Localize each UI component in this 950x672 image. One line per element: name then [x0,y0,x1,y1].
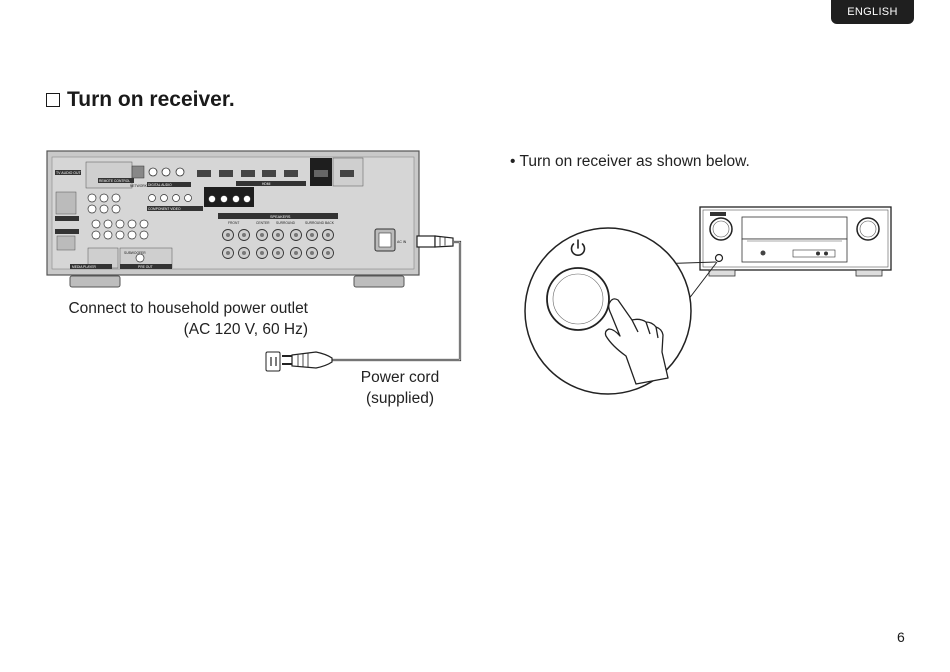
svg-text:SURROUND: SURROUND [276,221,296,225]
svg-text:FRONT: FRONT [228,221,239,225]
svg-text:NETWORK: NETWORK [130,184,148,188]
section-heading: Turn on receiver. [46,88,235,112]
instruction-text: • Turn on receiver as shown below. [510,153,750,170]
wall-outlet-icon [265,351,281,372]
section-title: Turn on receiver. [67,88,235,111]
svg-text:SURROUND BACK: SURROUND BACK [305,221,335,225]
language-tab: ENGLISH [831,0,914,24]
checkbox-bullet-icon [46,93,60,107]
svg-text:PRE OUT: PRE OUT [138,265,153,269]
svg-text:SUBWOOFER: SUBWOOFER [124,251,146,255]
pointing-hand-icon [604,298,669,385]
svg-text:COMPONENT VIDEO: COMPONENT VIDEO [148,207,181,211]
outlet-callout: Connect to household power outlet (AC 12… [68,300,308,338]
svg-text:MEDIA PLAYER: MEDIA PLAYER [72,265,97,269]
svg-text:HDMI: HDMI [262,182,271,186]
receiver-front-panel [699,206,892,277]
power-cord-callout: Power cord (supplied) [360,369,440,407]
power-plug-icon [282,351,333,369]
svg-text:AC IN: AC IN [397,240,407,244]
page-number: 6 [897,629,905,645]
svg-text:DIGITAL AUDIO: DIGITAL AUDIO [148,183,172,187]
svg-text:SPEAKERS: SPEAKERS [270,215,291,219]
power-symbol-icon [570,239,586,256]
svg-text:REMOTE CONTROL: REMOTE CONTROL [99,179,130,183]
svg-text:CENTER: CENTER [256,221,270,225]
svg-text:TV AUDIO OUT: TV AUDIO OUT [56,171,82,175]
receiver-rear-panel: TV AUDIO OUT REMOTE CONTROL NETWORK DIGI… [46,150,420,288]
power-cord [332,235,462,362]
